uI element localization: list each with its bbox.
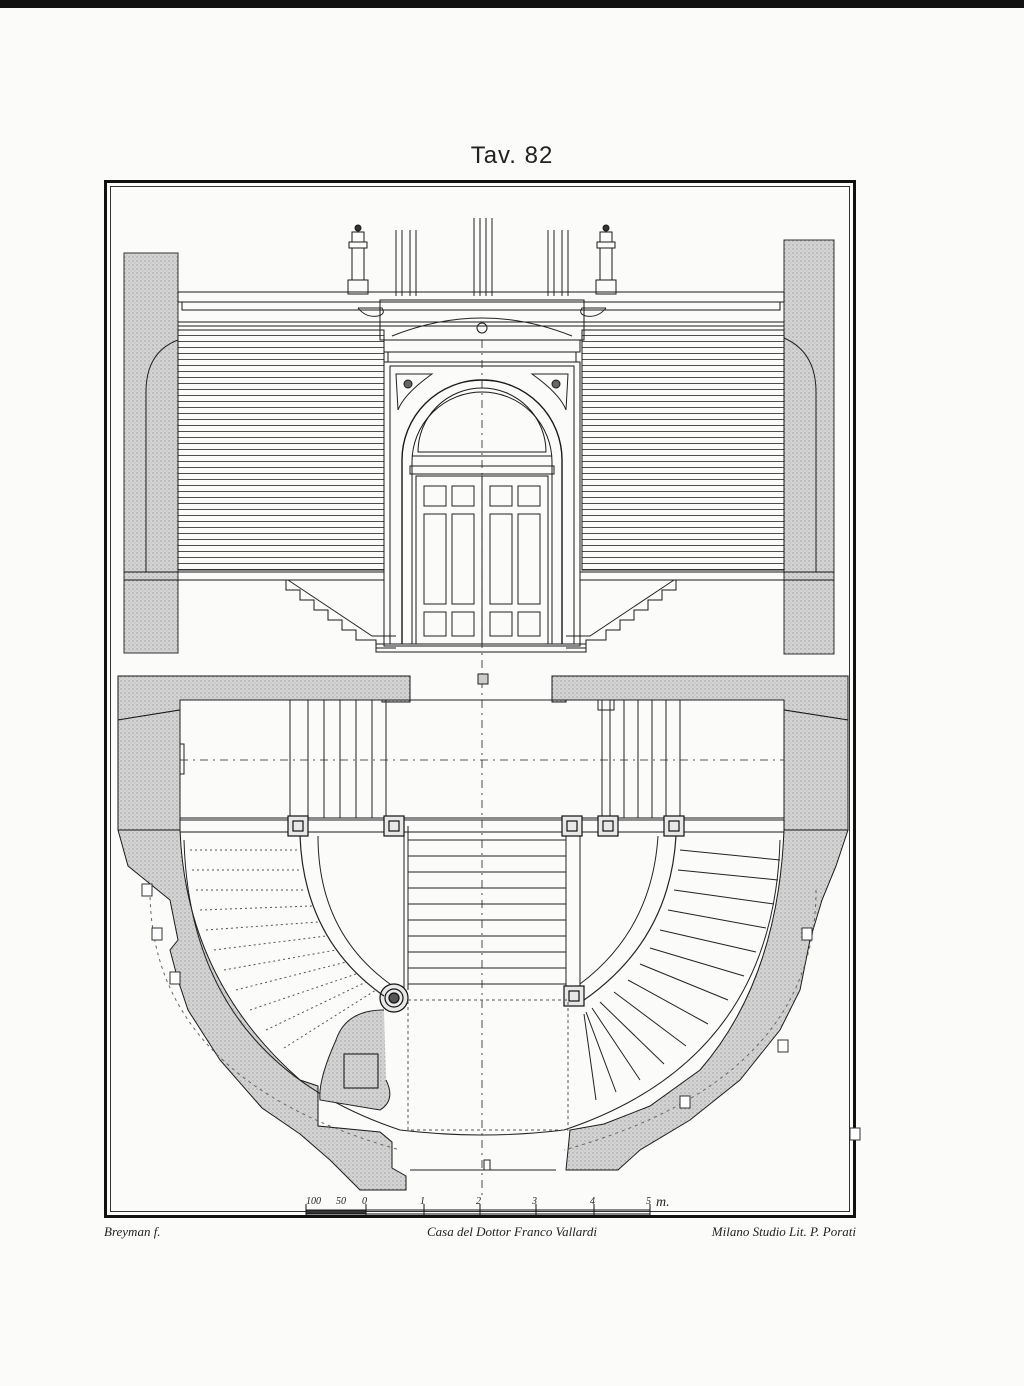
scale-label-7: 5 [646, 1196, 651, 1207]
lunette [417, 387, 547, 453]
scale-unit: m. [656, 1195, 670, 1210]
scale-label-5: 3 [531, 1196, 537, 1207]
right-stair-profile [566, 579, 784, 649]
left-finial [347, 224, 369, 295]
upper-right-flight [597, 699, 681, 819]
right-curved-treads [583, 849, 781, 1101]
door-panels [423, 485, 541, 637]
caption-printer: Milano Studio Lit. P. Porati [711, 1224, 856, 1239]
plan-right-curved-wall [565, 829, 849, 1171]
stair-well-curve [183, 839, 781, 1136]
plate-title: Tav. 82 [470, 142, 554, 169]
caption-draftsman: Breyman f. [104, 1224, 161, 1239]
plan-left-curved-wall [117, 829, 407, 1191]
scale-label-1: 50 [336, 1196, 346, 1207]
upper-left-flight [289, 700, 387, 818]
scale-label-0: 100 [306, 1196, 321, 1207]
elevation-section [123, 218, 835, 655]
outer-pier-marks [141, 883, 861, 1141]
right-rusticated-wall [581, 329, 785, 571]
left-curved-treads [190, 849, 377, 1049]
plate-frame [104, 180, 856, 1218]
scale-label-2: 0 [362, 1196, 367, 1207]
plan-columns [287, 815, 685, 1013]
plan [117, 673, 861, 1191]
left-wall-section [123, 252, 179, 654]
scale-label-4: 2 [476, 1196, 481, 1207]
right-wall-section [783, 239, 835, 655]
left-stair-profile [178, 579, 396, 649]
scale-bar [305, 1204, 651, 1216]
page-top-edge [0, 0, 1024, 8]
scale-label-3: 1 [420, 1196, 425, 1207]
upper-posts [395, 218, 569, 296]
right-finial [595, 224, 617, 295]
landing [375, 643, 587, 653]
door-pediment [379, 299, 585, 341]
left-rusticated-wall [177, 329, 385, 571]
scale-label-6: 4 [590, 1196, 595, 1207]
caption-building: Casa del Dottor Franco Vallardi [427, 1224, 597, 1239]
central-flight [403, 826, 581, 990]
